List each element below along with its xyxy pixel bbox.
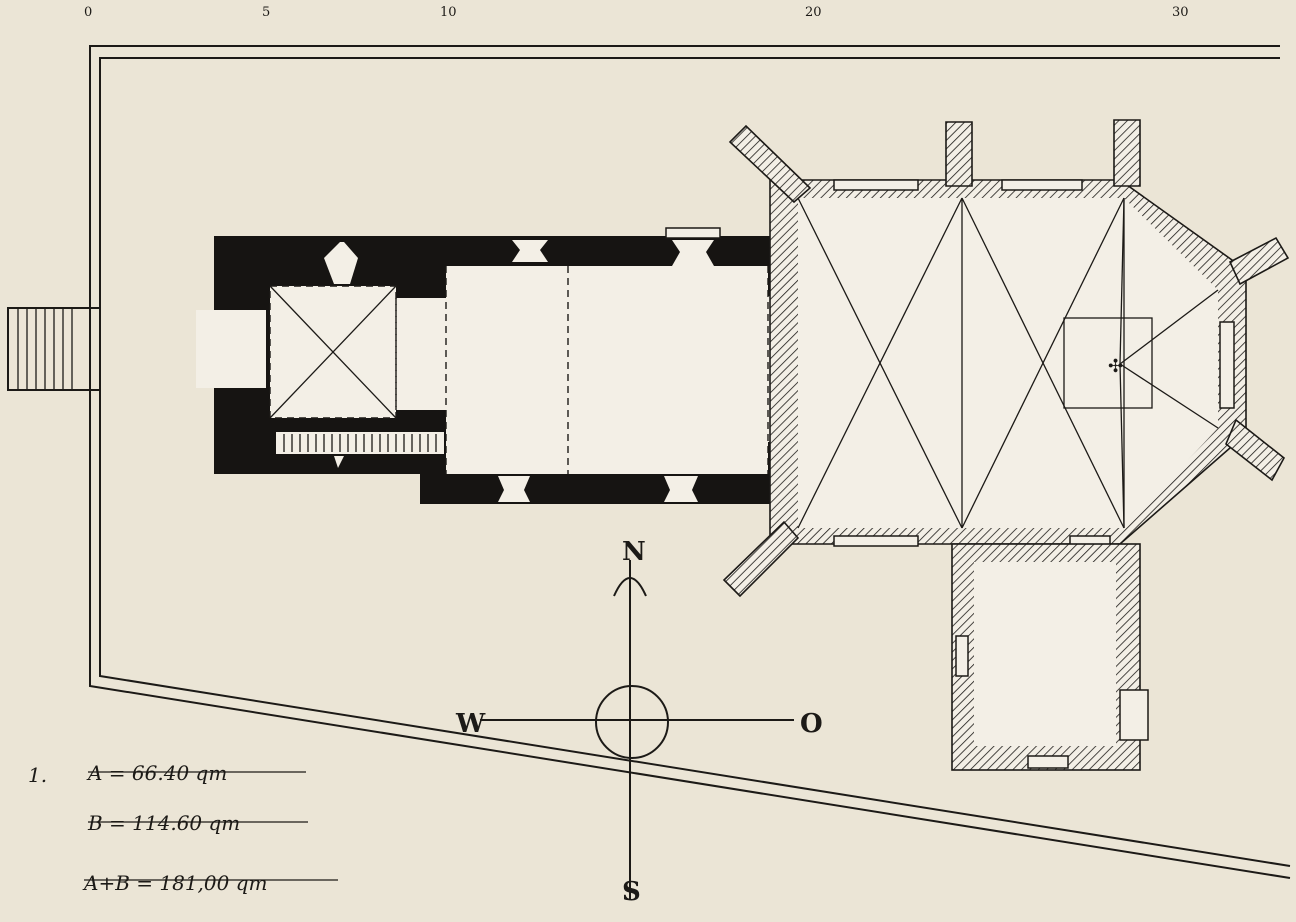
scale-tick-20: 20 [805,5,822,20]
scale-tick-5: 5 [262,5,270,20]
area-b-label: B = 114.60 qm [87,811,240,835]
scale-tick-0: 0 [84,5,92,20]
compass-south-label: S [622,877,641,907]
area-total-label: A+B = 181,00 qm [82,871,267,895]
scale-bar: 0 5 10 20 30 [84,5,1189,20]
compass-north-label: N [622,537,646,567]
compass: N S W O [455,537,823,907]
old-church-nave [196,227,798,504]
compass-west-label: W [455,709,486,739]
sacristy [951,543,1149,771]
altar-cross-icon: ✣ [1108,356,1123,377]
altar [1063,317,1153,409]
entrance-steps [7,307,101,391]
new-church-hall: ✣ [722,119,1290,598]
compass-east-label: O [800,709,823,739]
scale-tick-10: 10 [440,5,457,20]
tower-stair [283,434,437,452]
area-a-label: A = 66.40 qm [86,761,227,785]
area-legend: 1. A = 66.40 qm B = 114.60 qm A+B = 181,… [28,761,338,895]
scale-tick-30: 30 [1172,5,1189,20]
figure-number: 1. [28,763,47,787]
